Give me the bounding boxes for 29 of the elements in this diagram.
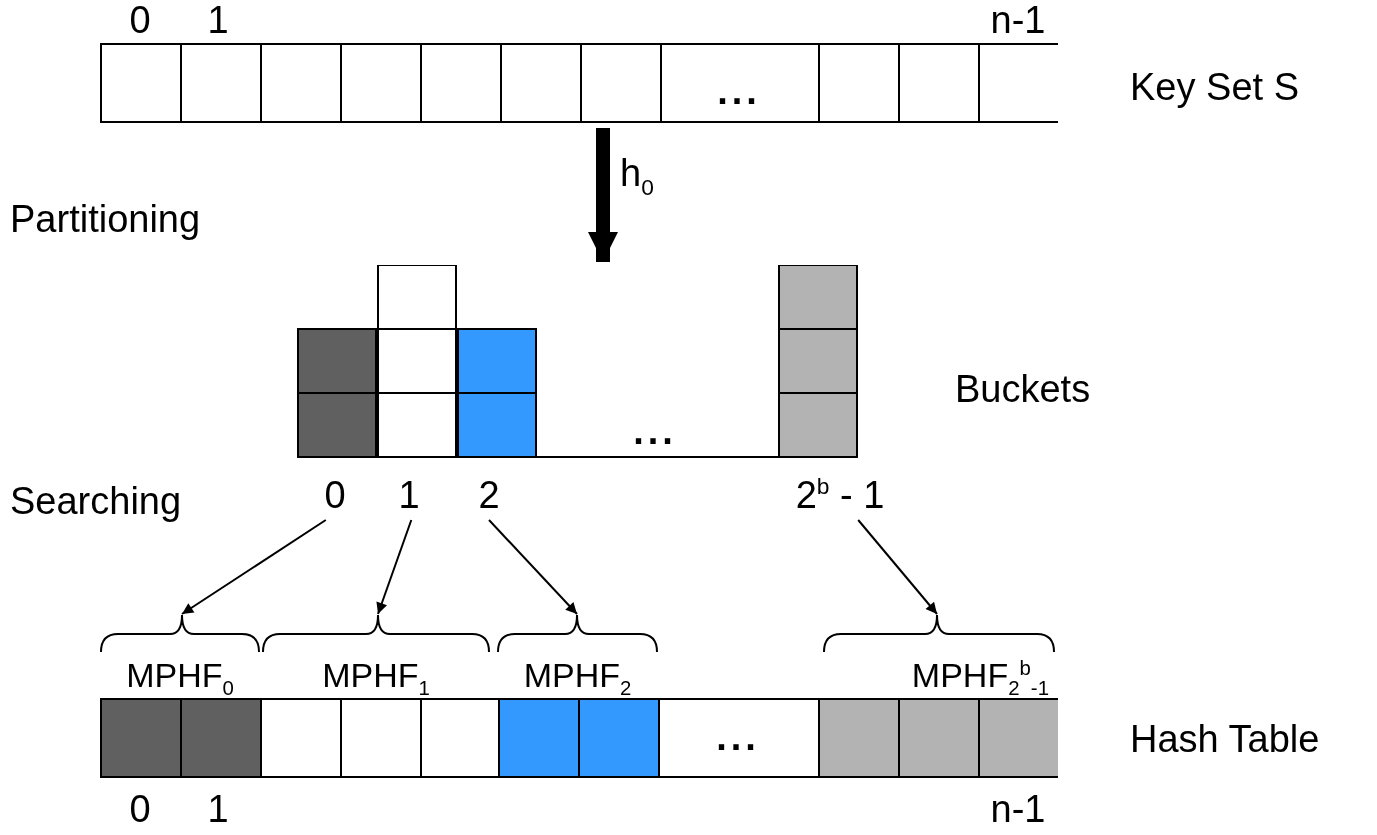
bucket-index: 0	[312, 470, 358, 520]
structure-caption: Hash Table	[1130, 717, 1321, 762]
position-index: 1	[206, 0, 230, 40]
ellipsis: ...	[632, 409, 678, 454]
bucket-stacks	[297, 265, 858, 459]
position-index: n-1	[989, 787, 1047, 832]
structure-caption: Key Set S	[1130, 65, 1300, 110]
position-index: 1	[206, 787, 230, 832]
cell-array	[100, 698, 1058, 778]
position-index: 0	[128, 0, 152, 40]
phase-label: Partitioning	[10, 197, 202, 242]
arrow	[181, 519, 327, 615]
bucket-index: 1	[386, 470, 432, 520]
ellipsis: ...	[715, 715, 761, 760]
function-label: MPHF$_{1}$	[321, 655, 431, 698]
phase-label: Searching	[10, 479, 183, 524]
ellipsis: ...	[716, 69, 762, 114]
structure-caption: Buckets	[955, 367, 1092, 412]
bucket-index: 2	[466, 470, 512, 520]
arrow	[488, 519, 578, 615]
function-label: MPHF$_{0}$	[125, 655, 235, 698]
bucket-index: 2$^{b}$ - 1	[770, 470, 910, 520]
position-index: 0	[128, 787, 152, 832]
arrow	[857, 519, 938, 615]
cell-array	[100, 43, 1058, 123]
arrow	[376, 519, 413, 615]
function-label: MPHF$_{2}$	[522, 655, 633, 698]
position-index: n-1	[989, 0, 1047, 40]
block-arrow	[588, 128, 618, 262]
